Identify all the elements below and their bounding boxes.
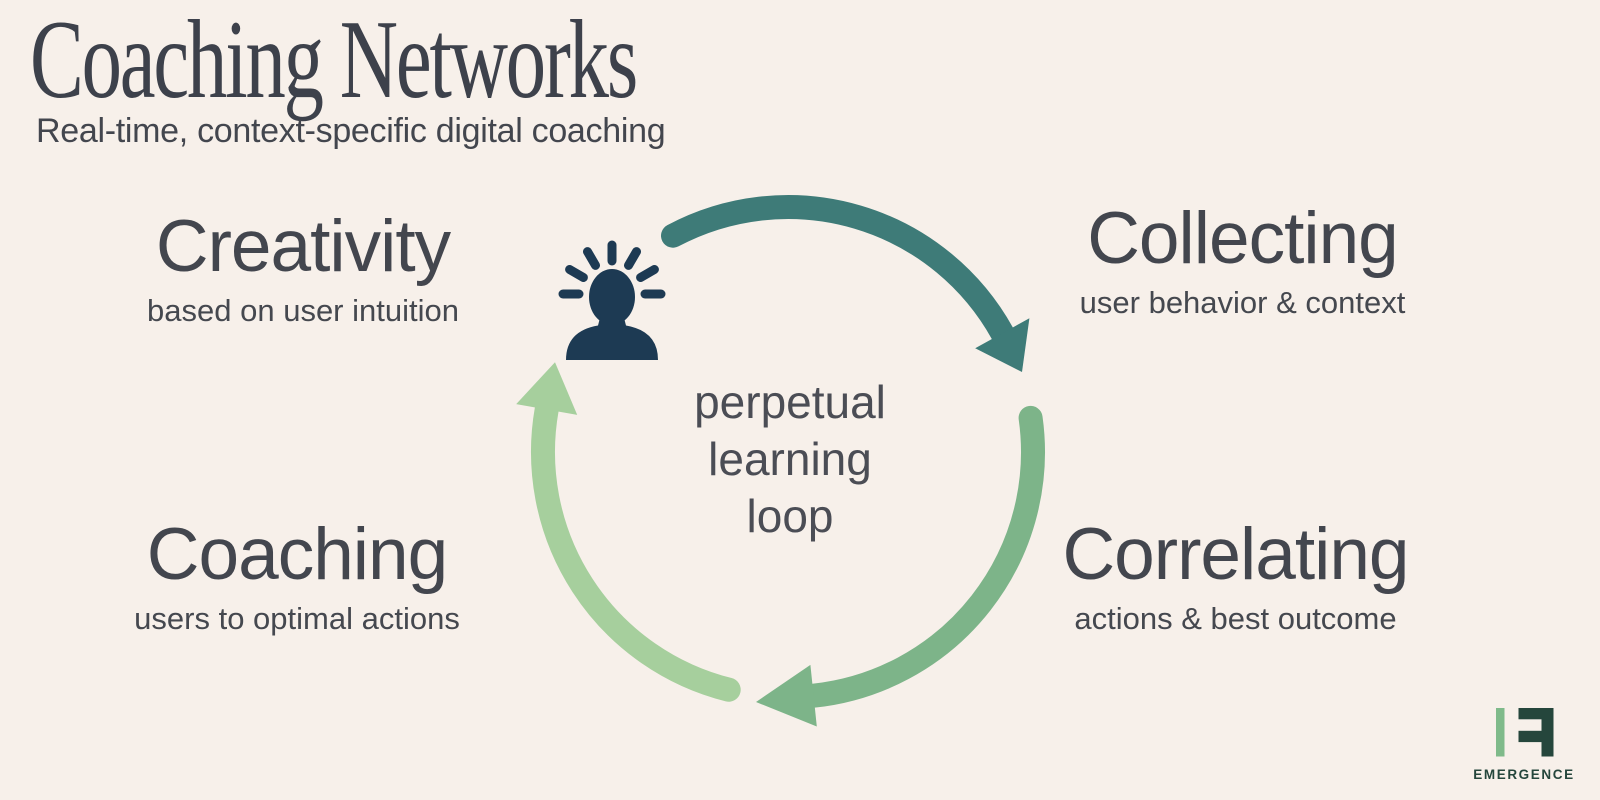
page-subtitle: Real-time, context-specific digital coac… [36,112,666,150]
emergence-logo-icon [1496,708,1554,757]
loop-arc-left [531,397,741,702]
idea-rays-icon [558,240,666,299]
loop-arrowhead-bottom-icon [756,664,817,727]
loop-center-line-2: learning [708,433,872,486]
coaching-subtitle: users to optimal actions [134,601,460,636]
correlating-title: Correlating [1062,514,1409,595]
stage-collecting: Collecting user behavior & context [1020,202,1465,321]
loop-arrowhead-right-icon [975,318,1030,372]
creativity-subtitle: based on user intuition [147,293,459,328]
stage-creativity: Creativity based on user intuition [83,210,523,329]
inspired-person-icon [558,240,666,360]
loop-arc-top [661,195,1015,346]
page-title: Coaching Networks [30,0,638,122]
loop-arrowhead-top-left-icon [516,362,578,415]
stage-correlating: Correlating actions & best outcome [1013,518,1458,637]
coaching-title: Coaching [146,514,448,595]
loop-arc-right [801,405,1045,708]
creativity-title: Creativity [155,206,451,287]
loop-center-line-3: loop [746,490,834,543]
collecting-title: Collecting [1087,198,1399,279]
person-silhouette-icon [566,269,658,360]
loop-center-label: perpetual learning loop [640,374,940,545]
collecting-subtitle: user behavior & context [1079,285,1406,320]
loop-center-line-1: perpetual [694,376,886,428]
correlating-subtitle: actions & best outcome [1074,601,1397,636]
emergence-wordmark: EMERGENCE [1473,767,1575,782]
stage-coaching: Coaching users to optimal actions [77,518,517,637]
